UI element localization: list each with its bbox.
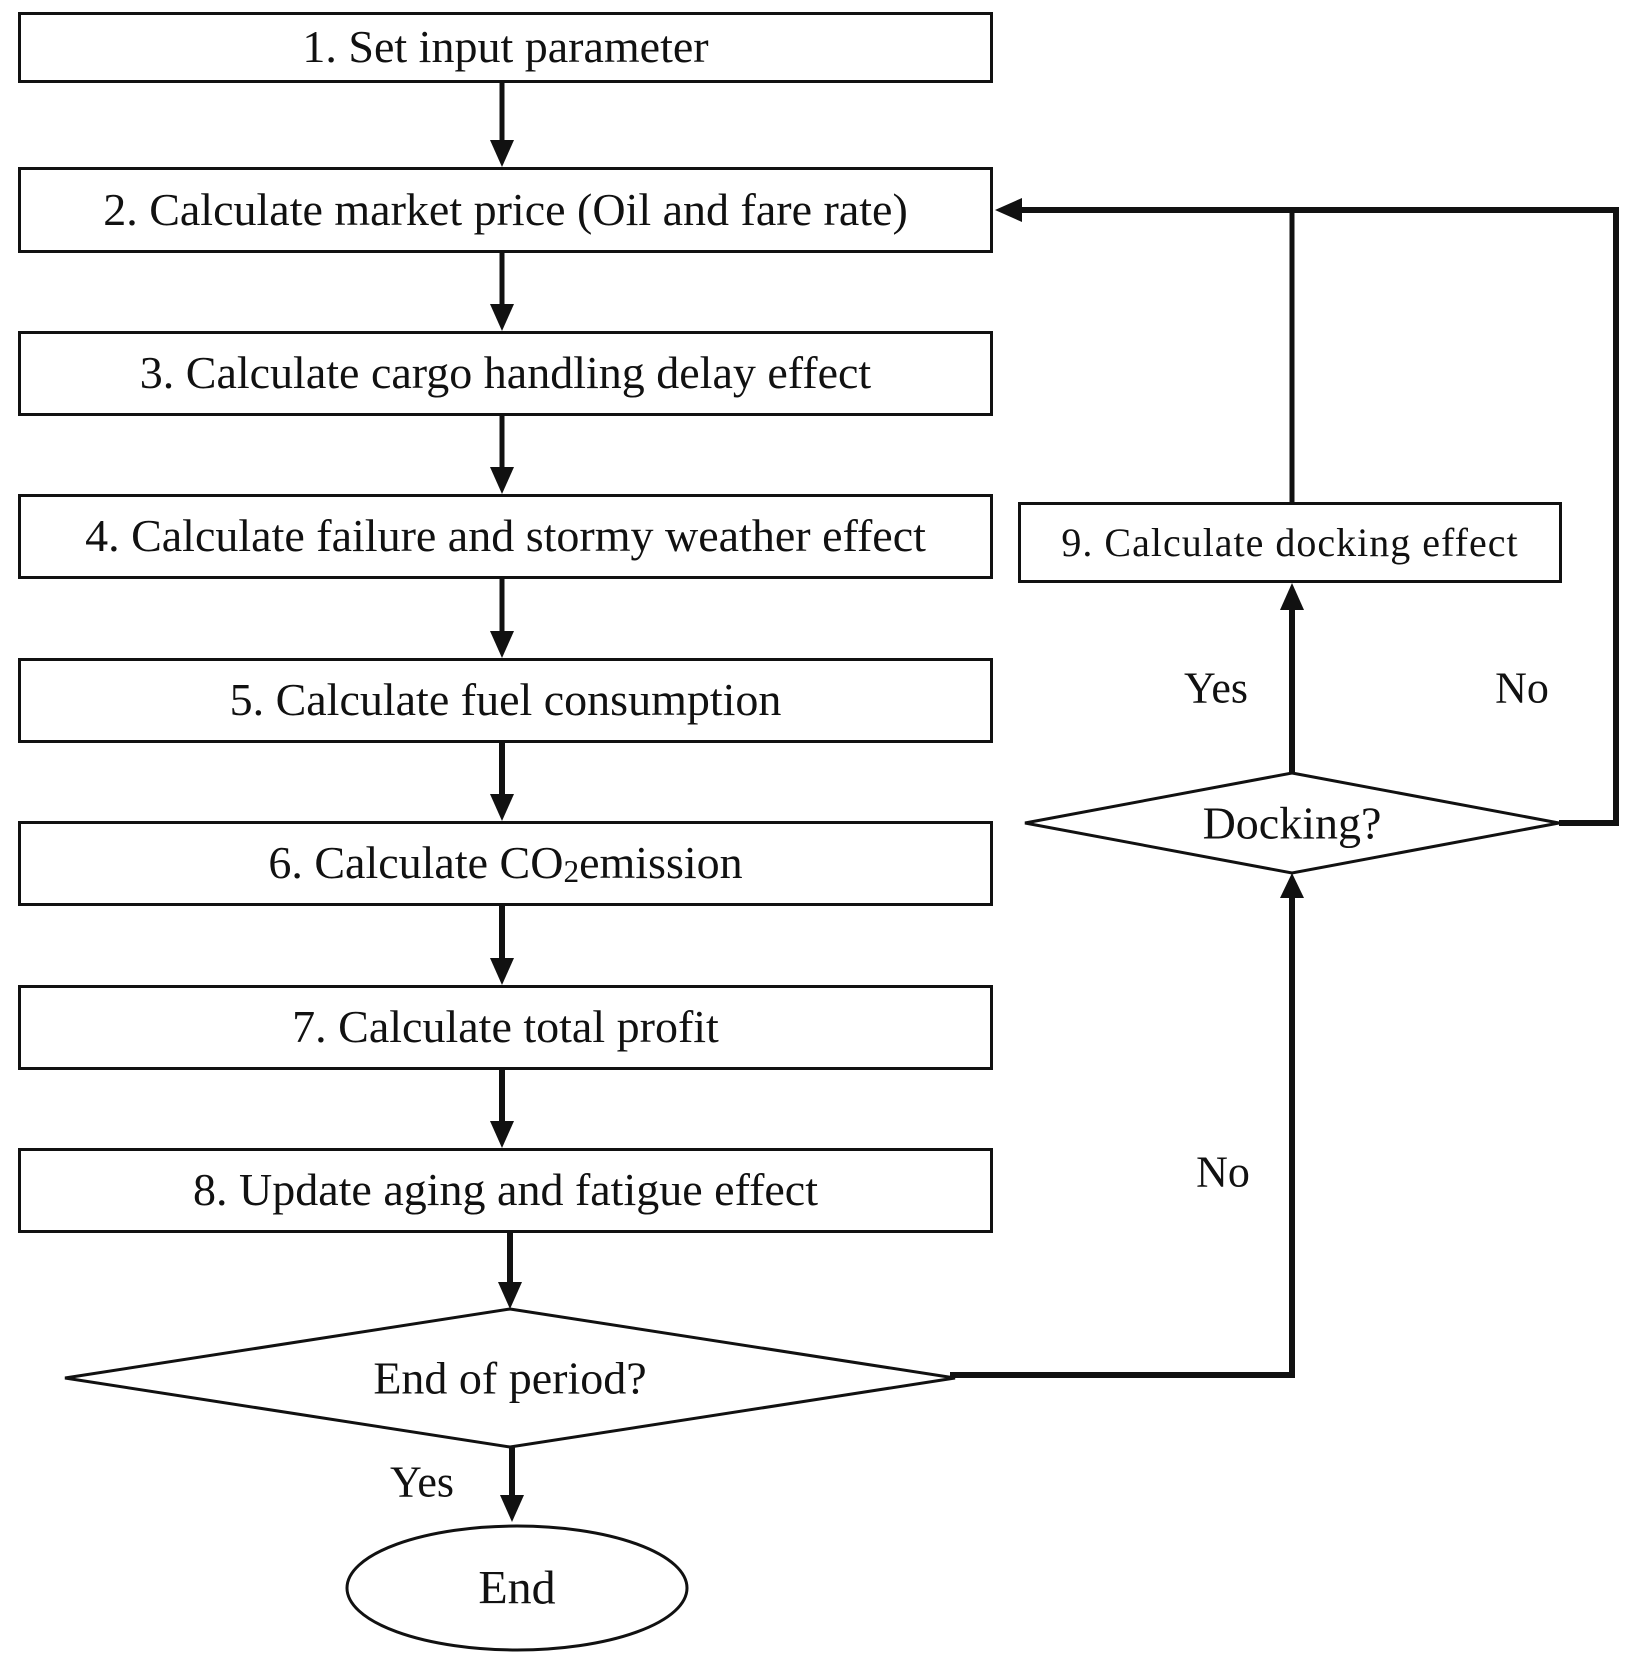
decision-end-of-period-shape	[64, 1307, 956, 1449]
arrow-docking-no-return-to-box2	[995, 198, 1619, 826]
label-end-of-period-yes: Yes	[389, 1457, 455, 1507]
arrow-box1-to-box2	[490, 83, 514, 167]
terminal-end-shape	[345, 1524, 689, 1652]
arrow-docking-yes-to-box9	[1280, 583, 1304, 773]
terminal-end-label: End	[478, 1561, 556, 1615]
box6-label-post: emission	[579, 837, 743, 889]
decision-docking-shape	[1024, 771, 1560, 875]
arrow-end-of-period-yes-to-end	[500, 1447, 524, 1522]
process-box-1: 1. Set input parameter	[18, 12, 993, 83]
process-box-7: 7. Calculate total profit	[18, 985, 993, 1070]
arrow-box4-to-box5	[490, 579, 514, 658]
process-box-4: 4. Calculate failure and stormy weather …	[18, 494, 993, 579]
arrow-end-of-period-no-to-docking	[950, 873, 1304, 1378]
arrow-box8-to-end-of-period	[498, 1233, 522, 1309]
label-docking-no: No	[1495, 663, 1549, 713]
arrow-box7-to-box8	[490, 1070, 514, 1148]
arrow-box3-to-box4	[490, 416, 514, 494]
process-box-2: 2. Calculate market price (Oil and fare …	[18, 167, 993, 253]
arrow-box6-to-box7	[490, 906, 514, 985]
arrow-box2-to-box3	[490, 252, 514, 331]
label-end-of-period-no: No	[1196, 1147, 1250, 1197]
process-box-8: 8. Update aging and fatigue effect	[18, 1148, 993, 1233]
box6-label-pre: 6. Calculate CO	[268, 837, 564, 889]
decision-end-of-period-label: End of period?	[373, 1352, 647, 1404]
decision-docking-label: Docking?	[1202, 797, 1382, 849]
process-box-3: 3. Calculate cargo handling delay effect	[18, 331, 993, 416]
process-box-9: 9. Calculate docking effect	[1018, 502, 1562, 583]
process-box-5: 5. Calculate fuel consumption	[18, 658, 993, 743]
box6-label-subscript: 2	[563, 854, 580, 890]
label-docking-yes: Yes	[1183, 663, 1249, 713]
arrow-box5-to-box6	[490, 743, 514, 821]
